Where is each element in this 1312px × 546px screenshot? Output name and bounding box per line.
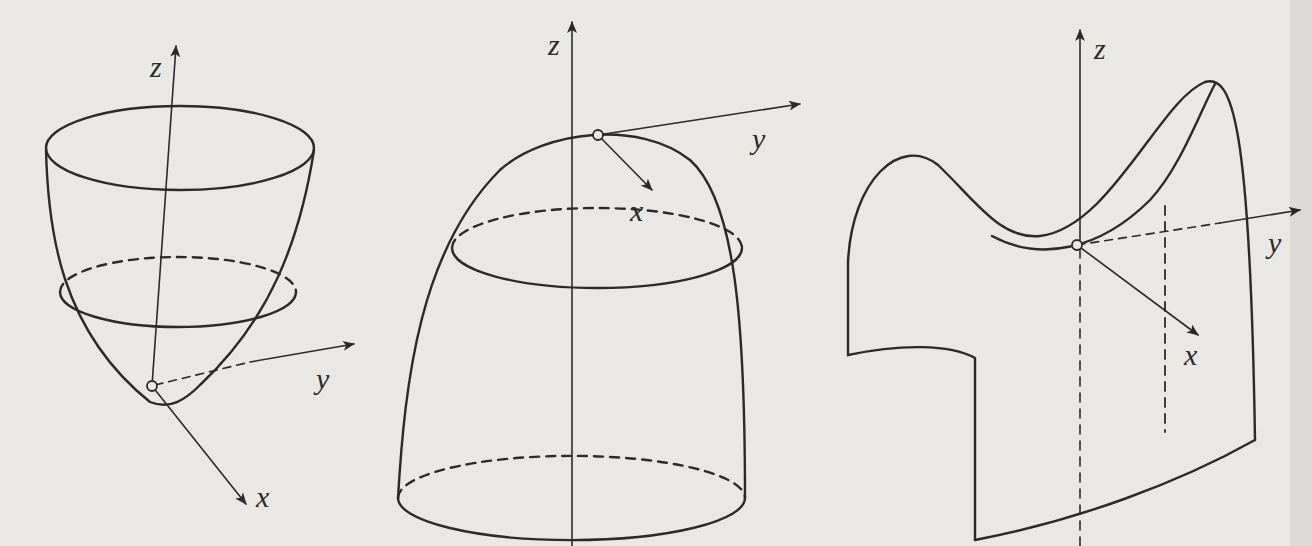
axis-label: y bbox=[316, 364, 329, 394]
elliptic-dome bbox=[398, 22, 800, 546]
axis-label: x bbox=[256, 482, 269, 512]
axis-label: y bbox=[1268, 228, 1281, 258]
axis-label: x bbox=[630, 196, 643, 226]
axis-label: y bbox=[752, 124, 765, 154]
hyperbolic-paraboloid bbox=[848, 30, 1300, 546]
axis-label: z bbox=[1094, 34, 1106, 64]
elliptic-paraboloid bbox=[46, 46, 354, 504]
axis-label: z bbox=[548, 30, 560, 60]
axis-label: x bbox=[1184, 340, 1197, 370]
axis-label: z bbox=[150, 52, 162, 82]
